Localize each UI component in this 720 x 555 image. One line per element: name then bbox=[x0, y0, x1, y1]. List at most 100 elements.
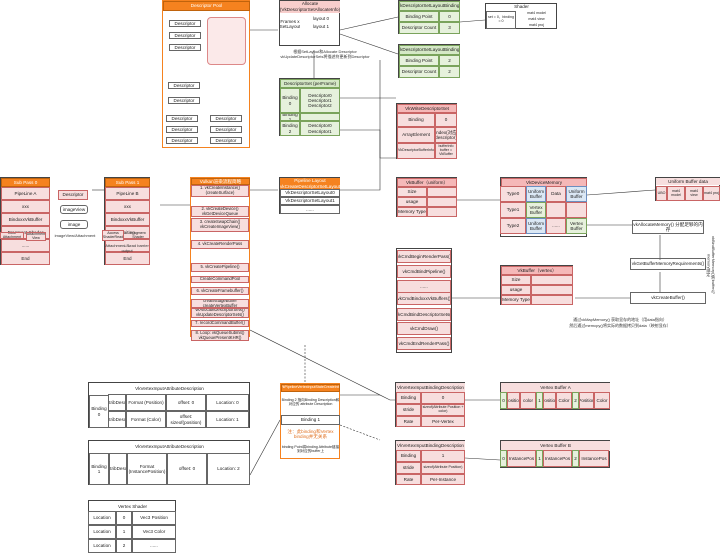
descriptor-slot: Descriptor bbox=[210, 137, 242, 144]
vertex-shader-cell: ...... bbox=[132, 539, 176, 553]
access-shader-read: Access ShaderRead bbox=[102, 230, 124, 241]
descriptor-slot: Descriptor bbox=[169, 44, 201, 51]
descriptor-pool-title: Descriptor Pool bbox=[163, 1, 250, 11]
row-value: bufferInfo buffer = VkBuffer bbox=[435, 143, 457, 159]
vertex-input-state: VkPipelineVertexInputStateCreateInfo Bin… bbox=[280, 383, 340, 459]
allocate-memory-node: vkAllocateMemory() 分配足够的内存 bbox=[632, 220, 704, 234]
binding-point-label: Binding Point bbox=[399, 11, 439, 22]
binding-desc0-title: VkVertexInputBindingDescription bbox=[396, 383, 465, 392]
row-label: VkDescriptorBufferInfo bbox=[397, 143, 435, 159]
size-value bbox=[531, 275, 573, 285]
write-descriptor-set: VkWriteDescriptorSet Binding 0 ArrayElem… bbox=[396, 103, 457, 159]
vertex-a-cell: position bbox=[507, 392, 520, 409]
vertex-a-cell: Color bbox=[556, 392, 572, 409]
flow-step: 7. recordCommandBuffer() bbox=[191, 320, 249, 327]
vertex-shader-cell: 2 bbox=[116, 539, 132, 553]
set-layout-binding0-title: VkDescriptorSetLayoutBinding0 bbox=[399, 1, 460, 11]
binding-description-0: VkVertexInputBindingDescription Binding … bbox=[395, 382, 465, 427]
vertex-shader-cell: Location bbox=[88, 511, 116, 525]
command-item: vkCmdBeginRenderPass() bbox=[397, 250, 451, 263]
command-item: vkCmdEndRenderPass() bbox=[397, 337, 451, 350]
flow-step: vkAllocateDescriptorSets() vkUpdateDescr… bbox=[191, 308, 249, 318]
vertex-a-cell: 2 bbox=[572, 392, 579, 409]
row-value: 0 bbox=[435, 113, 457, 127]
vertex-a-cell: Color bbox=[594, 392, 610, 409]
vertex-shader-cell: 1 bbox=[116, 525, 132, 539]
binding-label: Binding 0 bbox=[280, 88, 300, 113]
usage-value bbox=[531, 285, 573, 295]
shader-line: mat4 proj bbox=[529, 23, 544, 28]
binding-label: Binding 1 bbox=[280, 113, 300, 121]
binding-desc1-title: VkVertexInputBindingDescription bbox=[396, 441, 465, 450]
memory-cell: ...... bbox=[546, 218, 566, 234]
vertex-buffer-a-title: Vertex Buffer A bbox=[501, 383, 610, 393]
vertex-b-cell: 0 bbox=[500, 450, 507, 467]
subpass-row: BindxxxVkBuffer bbox=[105, 213, 150, 226]
attrib-cell: Location: 1 bbox=[206, 411, 249, 428]
memory-type: Type0 bbox=[500, 186, 526, 202]
pipeline-layout: Pipeline Layout vkCreateDescriptorSetLay… bbox=[279, 177, 340, 214]
binding-point-value: 0 bbox=[439, 11, 460, 22]
vertex-shader-cell: Vec3 Color bbox=[132, 525, 176, 539]
attribute-description-0: VkVertexInputAttributeDescription Bindin… bbox=[88, 382, 250, 428]
pipeline-layout-row: VkDescriptorSetLayout1 bbox=[280, 197, 340, 205]
uniform-buffer-data: Uniform Buffer data UBO mat4 model mat4 … bbox=[655, 177, 720, 201]
bind-memory-note: vkBindBufferMemory()将buffer与memory绑定 bbox=[706, 236, 716, 294]
memory-requirements-node: vkGetBufferMemoryRequirements() bbox=[630, 258, 706, 270]
vertex-a-cell: Position bbox=[543, 392, 556, 409]
descriptor-group bbox=[207, 17, 246, 65]
vertex-b-cell: InstancePos bbox=[507, 450, 536, 467]
subpass1-title: Sub Pass 1 bbox=[105, 178, 150, 187]
size-value bbox=[427, 187, 457, 197]
binding-description-1: VkVertexInputBindingDescription Binding … bbox=[395, 440, 465, 485]
attr-desc1-binding: Binding 1 bbox=[89, 453, 109, 485]
ubo-cell: mat4 view bbox=[685, 186, 703, 201]
layout-0: layout 0 bbox=[312, 16, 330, 22]
subpass-row: End bbox=[105, 252, 150, 265]
descriptor-set: DescriptorSet (perFrame) Binding 0 Descr… bbox=[279, 78, 340, 136]
vertex-buffer-b-title: Vertex Buffer B bbox=[501, 441, 610, 451]
subpass-row: xxx bbox=[105, 200, 150, 213]
allocate-note-1: 根据SetLayout和Allocate Descriptor bbox=[293, 49, 357, 54]
memory-type-label: Memory Type bbox=[397, 207, 427, 217]
binding-point-label: Binding Point bbox=[399, 55, 439, 66]
subpass-row: BindxxxVkBuffer bbox=[1, 213, 50, 226]
image-node: image bbox=[60, 220, 88, 229]
row-label: Binding bbox=[397, 113, 435, 127]
allocate-note-2: vkUpdateDescriptorSets将描述符更新到Descriptor bbox=[280, 54, 370, 59]
vertex-input-state-title: VkPipelineVertexInputStateCreateInfo bbox=[281, 384, 340, 392]
uniform-data-title: Uniform Buffer data bbox=[656, 178, 720, 185]
row-label: Rate bbox=[396, 474, 421, 485]
map-note-1: 通过vkMapMemory() 获取显存的地址（用data指向） bbox=[573, 317, 667, 322]
value: Descriptor0 bbox=[308, 123, 332, 129]
memory-cell: Vertex Buffer bbox=[526, 202, 546, 218]
vkbuffer-uniform-title: VkBuffer（uniform） bbox=[397, 178, 457, 187]
flow-step: CreateCommandPool bbox=[191, 276, 249, 283]
map-note-2: 然后通过memcpy()将实际的数据拷贝到data（映射显存） bbox=[569, 323, 671, 328]
set-layout-binding0: VkDescriptorSetLayoutBinding0 Binding Po… bbox=[398, 0, 460, 34]
command-item: vkCmdBindDescriptorSets() bbox=[397, 308, 451, 321]
command-item: vkCmdDraw() bbox=[397, 322, 451, 335]
fragment-shader-label: Fragment Shader bbox=[130, 232, 146, 239]
binding-label: Binding 2 bbox=[280, 121, 300, 136]
descriptor-slot: Descriptor bbox=[166, 137, 198, 144]
memory-type: Type2 bbox=[500, 218, 526, 234]
shader-line: mat4 view bbox=[528, 17, 545, 22]
imageview-note: imageView/Attachment bbox=[54, 233, 96, 238]
ubo-cell: mat4 proj bbox=[703, 186, 720, 201]
row-value: sizeof(Attribute Position + color) bbox=[421, 404, 465, 416]
size-label: Size bbox=[501, 275, 531, 285]
attribute-description-1: VkVertexInputAttributeDescription Bindin… bbox=[88, 440, 250, 485]
usage-label: usage bbox=[501, 285, 531, 295]
vertex-b-cell: InstancePos bbox=[579, 450, 609, 467]
memory-cell: Uniform Buffer bbox=[566, 186, 587, 202]
binding-values: Descriptor0 Descriptor1 Descriptor2 bbox=[300, 88, 340, 113]
memory-cell: Vertex Buffer bbox=[566, 218, 587, 234]
descriptor-count-label: Descriptor Count bbox=[399, 22, 439, 34]
imageview-node: imageView bbox=[60, 205, 88, 214]
flow-step: createStageBuffer createVertexBuffer bbox=[191, 299, 249, 308]
descriptor-node: Descriptor bbox=[58, 190, 88, 200]
vertex-input-binding1: Binding 1 bbox=[281, 415, 340, 425]
